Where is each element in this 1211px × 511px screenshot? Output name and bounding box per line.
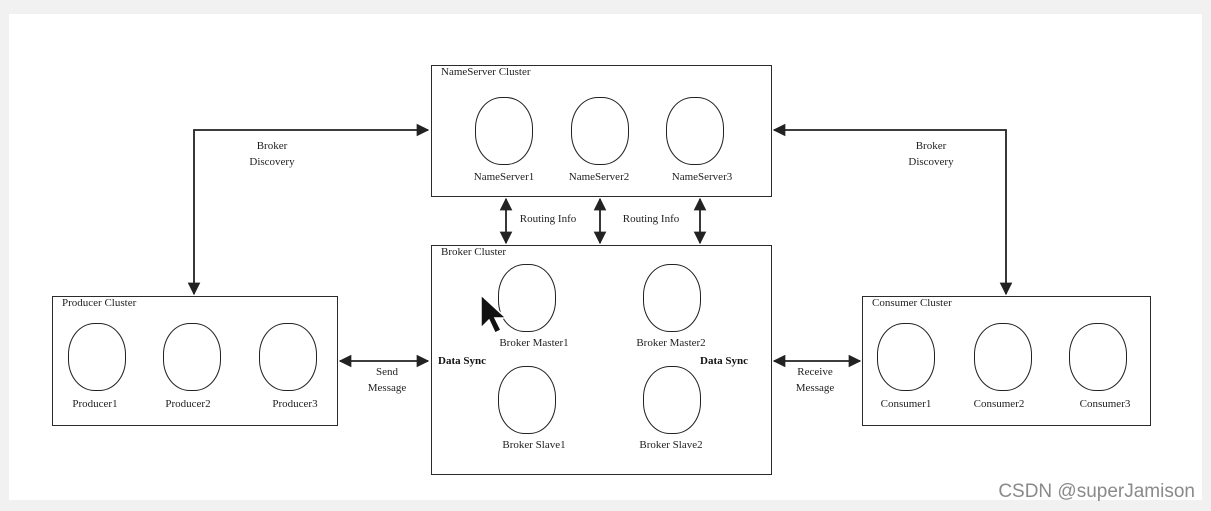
broker-master-node-1 — [498, 264, 556, 332]
broker-slave-label-2: Broker Slave2 — [639, 439, 703, 451]
broker-discovery-left-line2: Discovery — [249, 156, 295, 168]
data-sync-label-1: Data Sync — [438, 355, 486, 367]
consumer-node-1 — [877, 323, 935, 391]
nameserver-cluster-title: NameServer Cluster — [441, 66, 531, 78]
nameserver-label-1: NameServer1 — [473, 171, 535, 183]
producer-label-3: Producer3 — [272, 398, 318, 410]
producer-node-3 — [259, 323, 317, 391]
producer-cluster-title: Producer Cluster — [62, 297, 137, 309]
broker-discovery-left-line1: Broker — [256, 140, 288, 152]
consumer-label-3: Consumer3 — [1079, 398, 1131, 410]
producer-node-1 — [68, 323, 126, 391]
broker-slave-label-1: Broker Slave1 — [502, 439, 566, 451]
broker-slave-node-2 — [643, 366, 701, 434]
mouse-cursor-icon — [480, 293, 508, 335]
receive-message-line1: Receive — [797, 366, 833, 378]
broker-cluster-title: Broker Cluster — [441, 246, 507, 258]
broker-master-label-1: Broker Master1 — [499, 337, 569, 349]
producer-label-2: Producer2 — [165, 398, 211, 410]
consumer-discovery-arrow — [772, 123, 1013, 296]
broker-discovery-label-right: Broker Discovery — [908, 138, 953, 170]
nameserver-label-2: NameServer2 — [568, 171, 630, 183]
consumer-node-2 — [974, 323, 1032, 391]
send-message-label: Send Message — [368, 364, 407, 396]
routing-info-label-1: Routing Info — [519, 213, 577, 225]
nameserver-label-3: NameServer3 — [671, 171, 733, 183]
broker-master-node-2 — [643, 264, 701, 332]
producer-label-1: Producer1 — [72, 398, 118, 410]
consumer-label-2: Consumer2 — [973, 398, 1025, 410]
broker-discovery-right-line2: Discovery — [908, 156, 954, 168]
broker-master-label-2: Broker Master2 — [636, 337, 706, 349]
send-message-line1: Send — [376, 366, 398, 378]
send-message-line2: Message — [367, 382, 407, 394]
data-sync-label-2: Data Sync — [700, 355, 748, 367]
nameserver-node-1 — [475, 97, 533, 165]
producer-discovery-arrow — [187, 123, 430, 296]
consumer-cluster-title: Consumer Cluster — [872, 297, 952, 309]
producer-node-2 — [163, 323, 221, 391]
watermark: CSDN @superJamison — [998, 481, 1195, 502]
consumer-node-3 — [1069, 323, 1127, 391]
broker-slave-node-1 — [498, 366, 556, 434]
nameserver-node-2 — [571, 97, 629, 165]
nameserver-node-3 — [666, 97, 724, 165]
receive-message-label: Receive Message — [796, 364, 835, 396]
routing-info-label-2: Routing Info — [622, 213, 680, 225]
consumer-label-1: Consumer1 — [880, 398, 932, 410]
broker-discovery-label-left: Broker Discovery — [249, 138, 294, 170]
receive-message-line2: Message — [795, 382, 835, 394]
broker-discovery-right-line1: Broker — [915, 140, 947, 152]
